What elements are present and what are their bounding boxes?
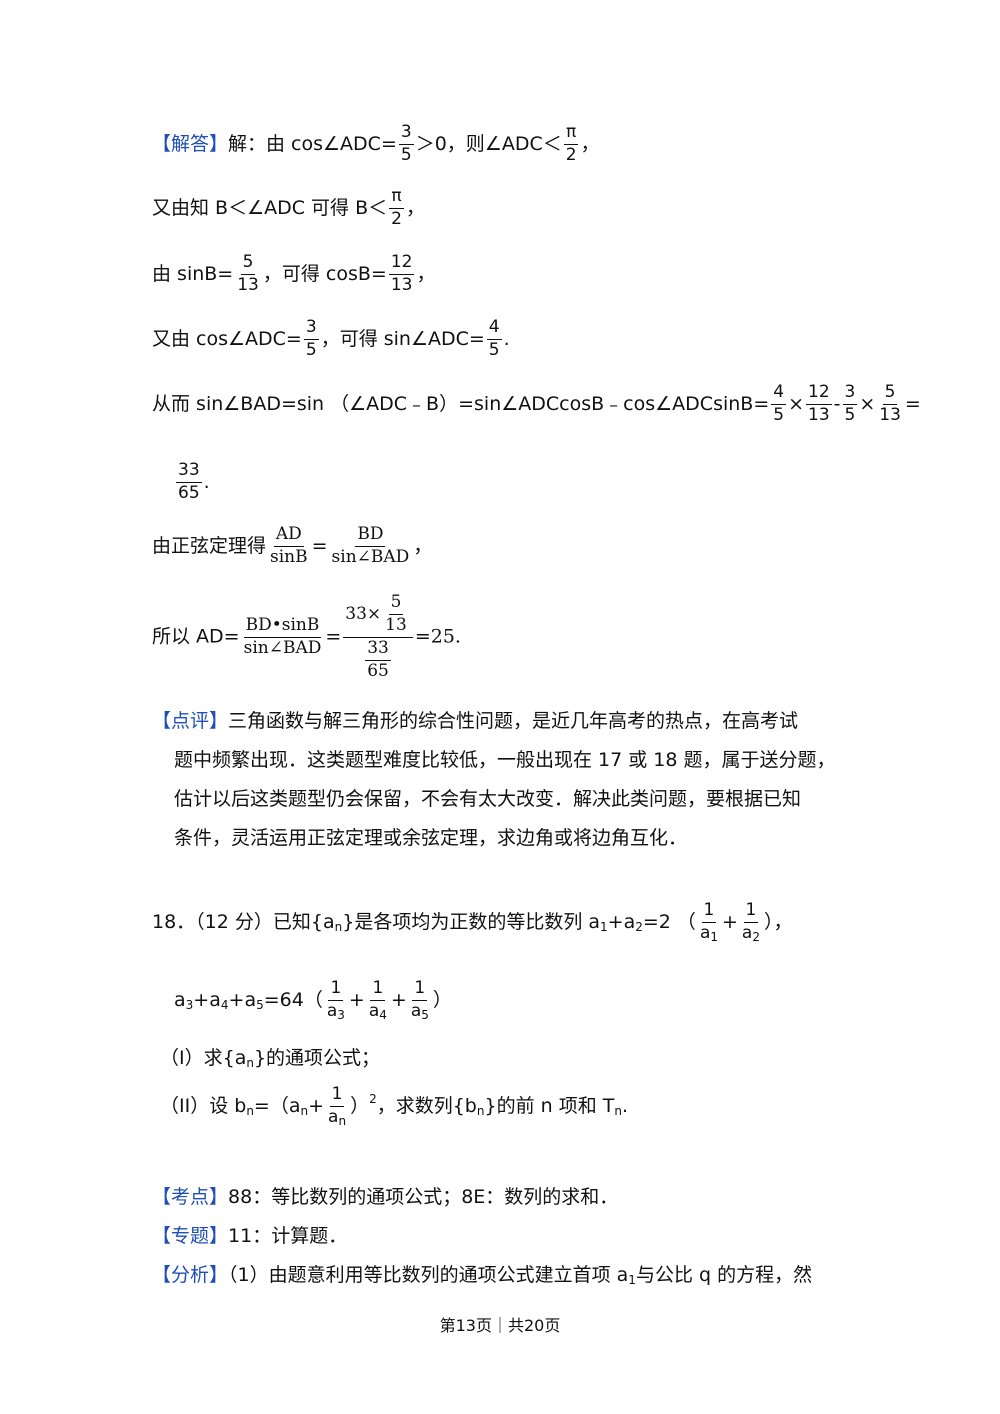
comment-line-3: 估计以后这类题型仍会保留，不会有太大改变．解决此类问题，要根据已知 — [174, 788, 802, 810]
solution-tag: 【解答】 — [152, 132, 229, 155]
comment-line-4: 条件，灵活运用正弦定理或余弦定理，求边角或将边角互化． — [174, 827, 688, 849]
fenxi-tag: 【分析】 — [152, 1264, 229, 1286]
solution-line-5: 从而 sin∠BAD=sin （∠ADC﹣B）=sin∠ADCcosB﹣cos∠… — [152, 382, 921, 425]
zhuanti-tag: 【专题】 — [152, 1225, 229, 1247]
kaodian-line: 【考点】88：等比数列的通项公式；8E：数列的求和． — [152, 1186, 619, 1208]
kaodian-tag: 【考点】 — [152, 1186, 229, 1208]
comment-tag: 【点评】 — [152, 710, 229, 732]
fenxi-line: 【分析】（1）由题意利用等比数列的通项公式建立首项 a1与公比 q 的方程，然 — [152, 1264, 813, 1287]
question-18-part-1: （I）求{an}的通项公式； — [160, 1047, 381, 1070]
zhuanti-line: 【专题】11：计算题． — [152, 1225, 348, 1247]
page-footer: 第13页｜共20页 — [439, 1316, 561, 1335]
comment-line-1: 【点评】三角函数与解三角形的综合性问题，是近几年高考的热点，在高考试 — [152, 710, 799, 732]
comment-line-2: 题中频繁出现．这类题型难度比较低，一般出现在 17 或 18 题，属于送分题， — [174, 749, 836, 771]
